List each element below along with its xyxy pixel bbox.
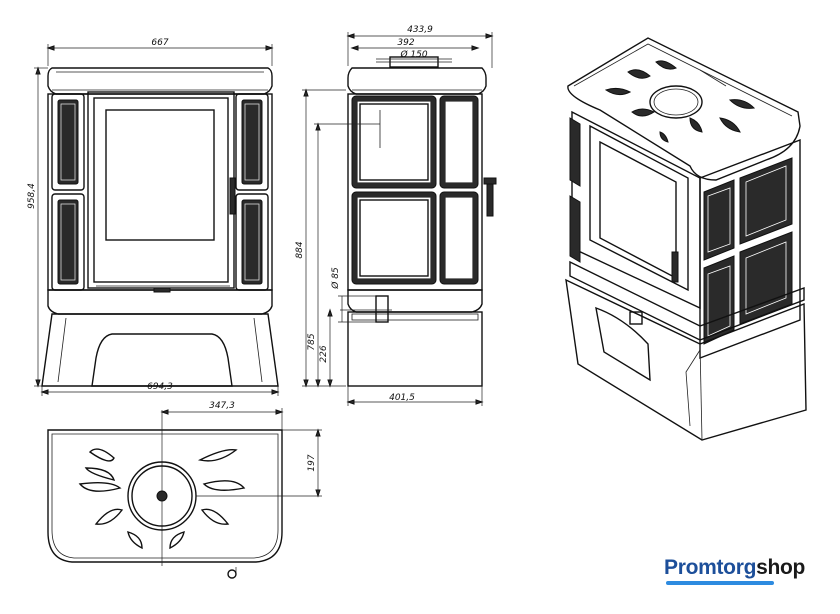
dim-air-inlet-height: 785: [307, 333, 317, 350]
dim-side-depth-top: 433,9: [407, 25, 433, 35]
dim-overall-height: 958,4: [27, 183, 37, 209]
side-view: [340, 56, 497, 387]
dim-front-base-width: 694,3: [147, 382, 173, 392]
front-dimensions: 667 958,4 694,3: [27, 38, 280, 396]
top-view: [47, 410, 283, 579]
dim-air-inlet-diameter: Ø 85: [330, 267, 341, 290]
dim-flue-height: 884: [295, 241, 305, 258]
promtorgshop-logo[interactable]: Promtorgshop: [664, 556, 806, 585]
top-slots: [78, 448, 246, 550]
top-dimensions: 347,3 197: [160, 401, 322, 498]
dim-inlet-low-height: 226: [319, 345, 329, 362]
dim-flue-diameter: Ø 150: [399, 49, 427, 60]
isometric-view: [565, 37, 807, 441]
front-view: [41, 67, 279, 387]
dim-side-base-depth: 401,5: [389, 393, 415, 403]
dim-top-offset-x: 347,3: [209, 401, 235, 411]
dim-side-depth-inner: 392: [397, 38, 414, 48]
side-dimensions: 433,9 392 Ø 150 884 785 226 Ø 85 401,5: [295, 25, 494, 406]
logo-text-part1: Promtorg: [664, 556, 757, 579]
logo-swoosh: [666, 581, 774, 585]
dim-top-offset-y: 197: [307, 454, 317, 471]
logo-text-part2: shop: [756, 556, 806, 579]
dim-front-width: 667: [151, 38, 168, 48]
